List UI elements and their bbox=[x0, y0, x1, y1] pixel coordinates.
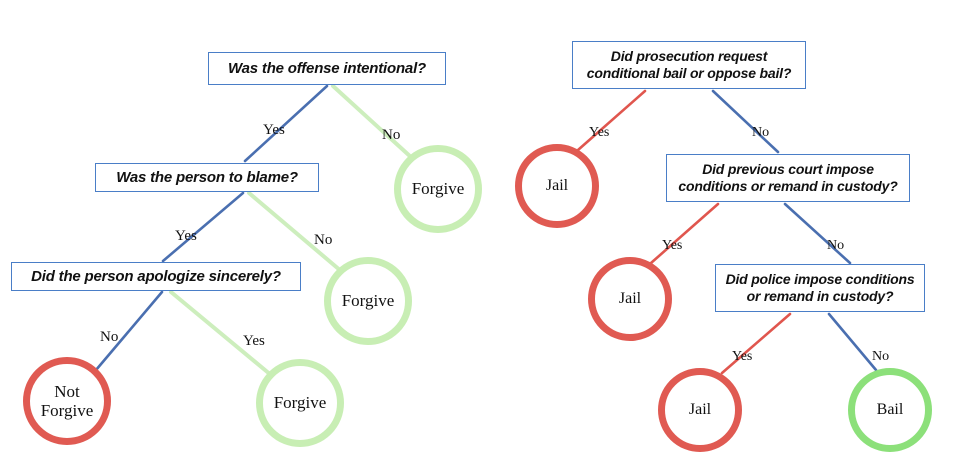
leaf-node-forgive[interactable]: Forgive bbox=[256, 359, 344, 447]
leaf-node-bail[interactable]: Bail bbox=[848, 368, 932, 452]
edge-label-no: No bbox=[827, 238, 845, 253]
edge-label-no: No bbox=[382, 127, 401, 143]
tree-edge-no bbox=[711, 89, 780, 154]
edge-label-no: No bbox=[100, 329, 119, 345]
question-node-was-the-offense-intentional[interactable]: Was the offense intentional? bbox=[208, 52, 446, 85]
edge-label-no: No bbox=[752, 125, 770, 140]
leaf-node-label: Forgive bbox=[341, 291, 395, 311]
tree-edge-yes bbox=[649, 202, 720, 265]
question-node-was-the-person-to-blame[interactable]: Was the person to blame? bbox=[95, 163, 319, 192]
leaf-node-label: Forgive bbox=[273, 393, 327, 413]
leaf-node-label: Jail bbox=[618, 290, 642, 308]
tree-edge-yes bbox=[243, 84, 329, 163]
tree-edge-no bbox=[827, 312, 878, 372]
tree-edge-yes bbox=[576, 89, 647, 152]
leaf-node-jail[interactable]: Jail bbox=[658, 368, 742, 452]
tree-edge-yes bbox=[161, 191, 245, 263]
leaf-node-forgive[interactable]: Forgive bbox=[394, 145, 482, 233]
question-node-label: Was the person to blame? bbox=[116, 168, 298, 186]
edge-label-yes: Yes bbox=[243, 333, 265, 349]
question-node-did-the-person-apologize-sincerely[interactable]: Did the person apologize sincerely? bbox=[11, 262, 301, 291]
leaf-node-label: Bail bbox=[876, 401, 904, 419]
leaf-node-jail[interactable]: Jail bbox=[515, 144, 599, 228]
leaf-node-label: Forgive bbox=[411, 179, 465, 199]
edge-label-yes: Yes bbox=[589, 125, 610, 140]
question-node-label: Was the offense intentional? bbox=[227, 59, 427, 77]
leaf-node-label: Jail bbox=[688, 401, 712, 419]
edge-label-yes: Yes bbox=[662, 238, 683, 253]
edge-label-yes: Yes bbox=[175, 228, 197, 244]
tree-edge-no bbox=[783, 202, 852, 265]
tree-edge-no bbox=[331, 84, 414, 160]
edge-label-yes: Yes bbox=[263, 122, 285, 138]
edge-label-yes: Yes bbox=[732, 349, 753, 364]
leaf-node-forgive[interactable]: Forgive bbox=[324, 257, 412, 345]
edge-label-no: No bbox=[314, 232, 333, 248]
leaf-node-jail[interactable]: Jail bbox=[588, 257, 672, 341]
leaf-node-label: Jail bbox=[545, 177, 569, 195]
edge-label-no: No bbox=[872, 349, 890, 364]
question-node-label: Did the person apologize sincerely? bbox=[31, 267, 281, 285]
